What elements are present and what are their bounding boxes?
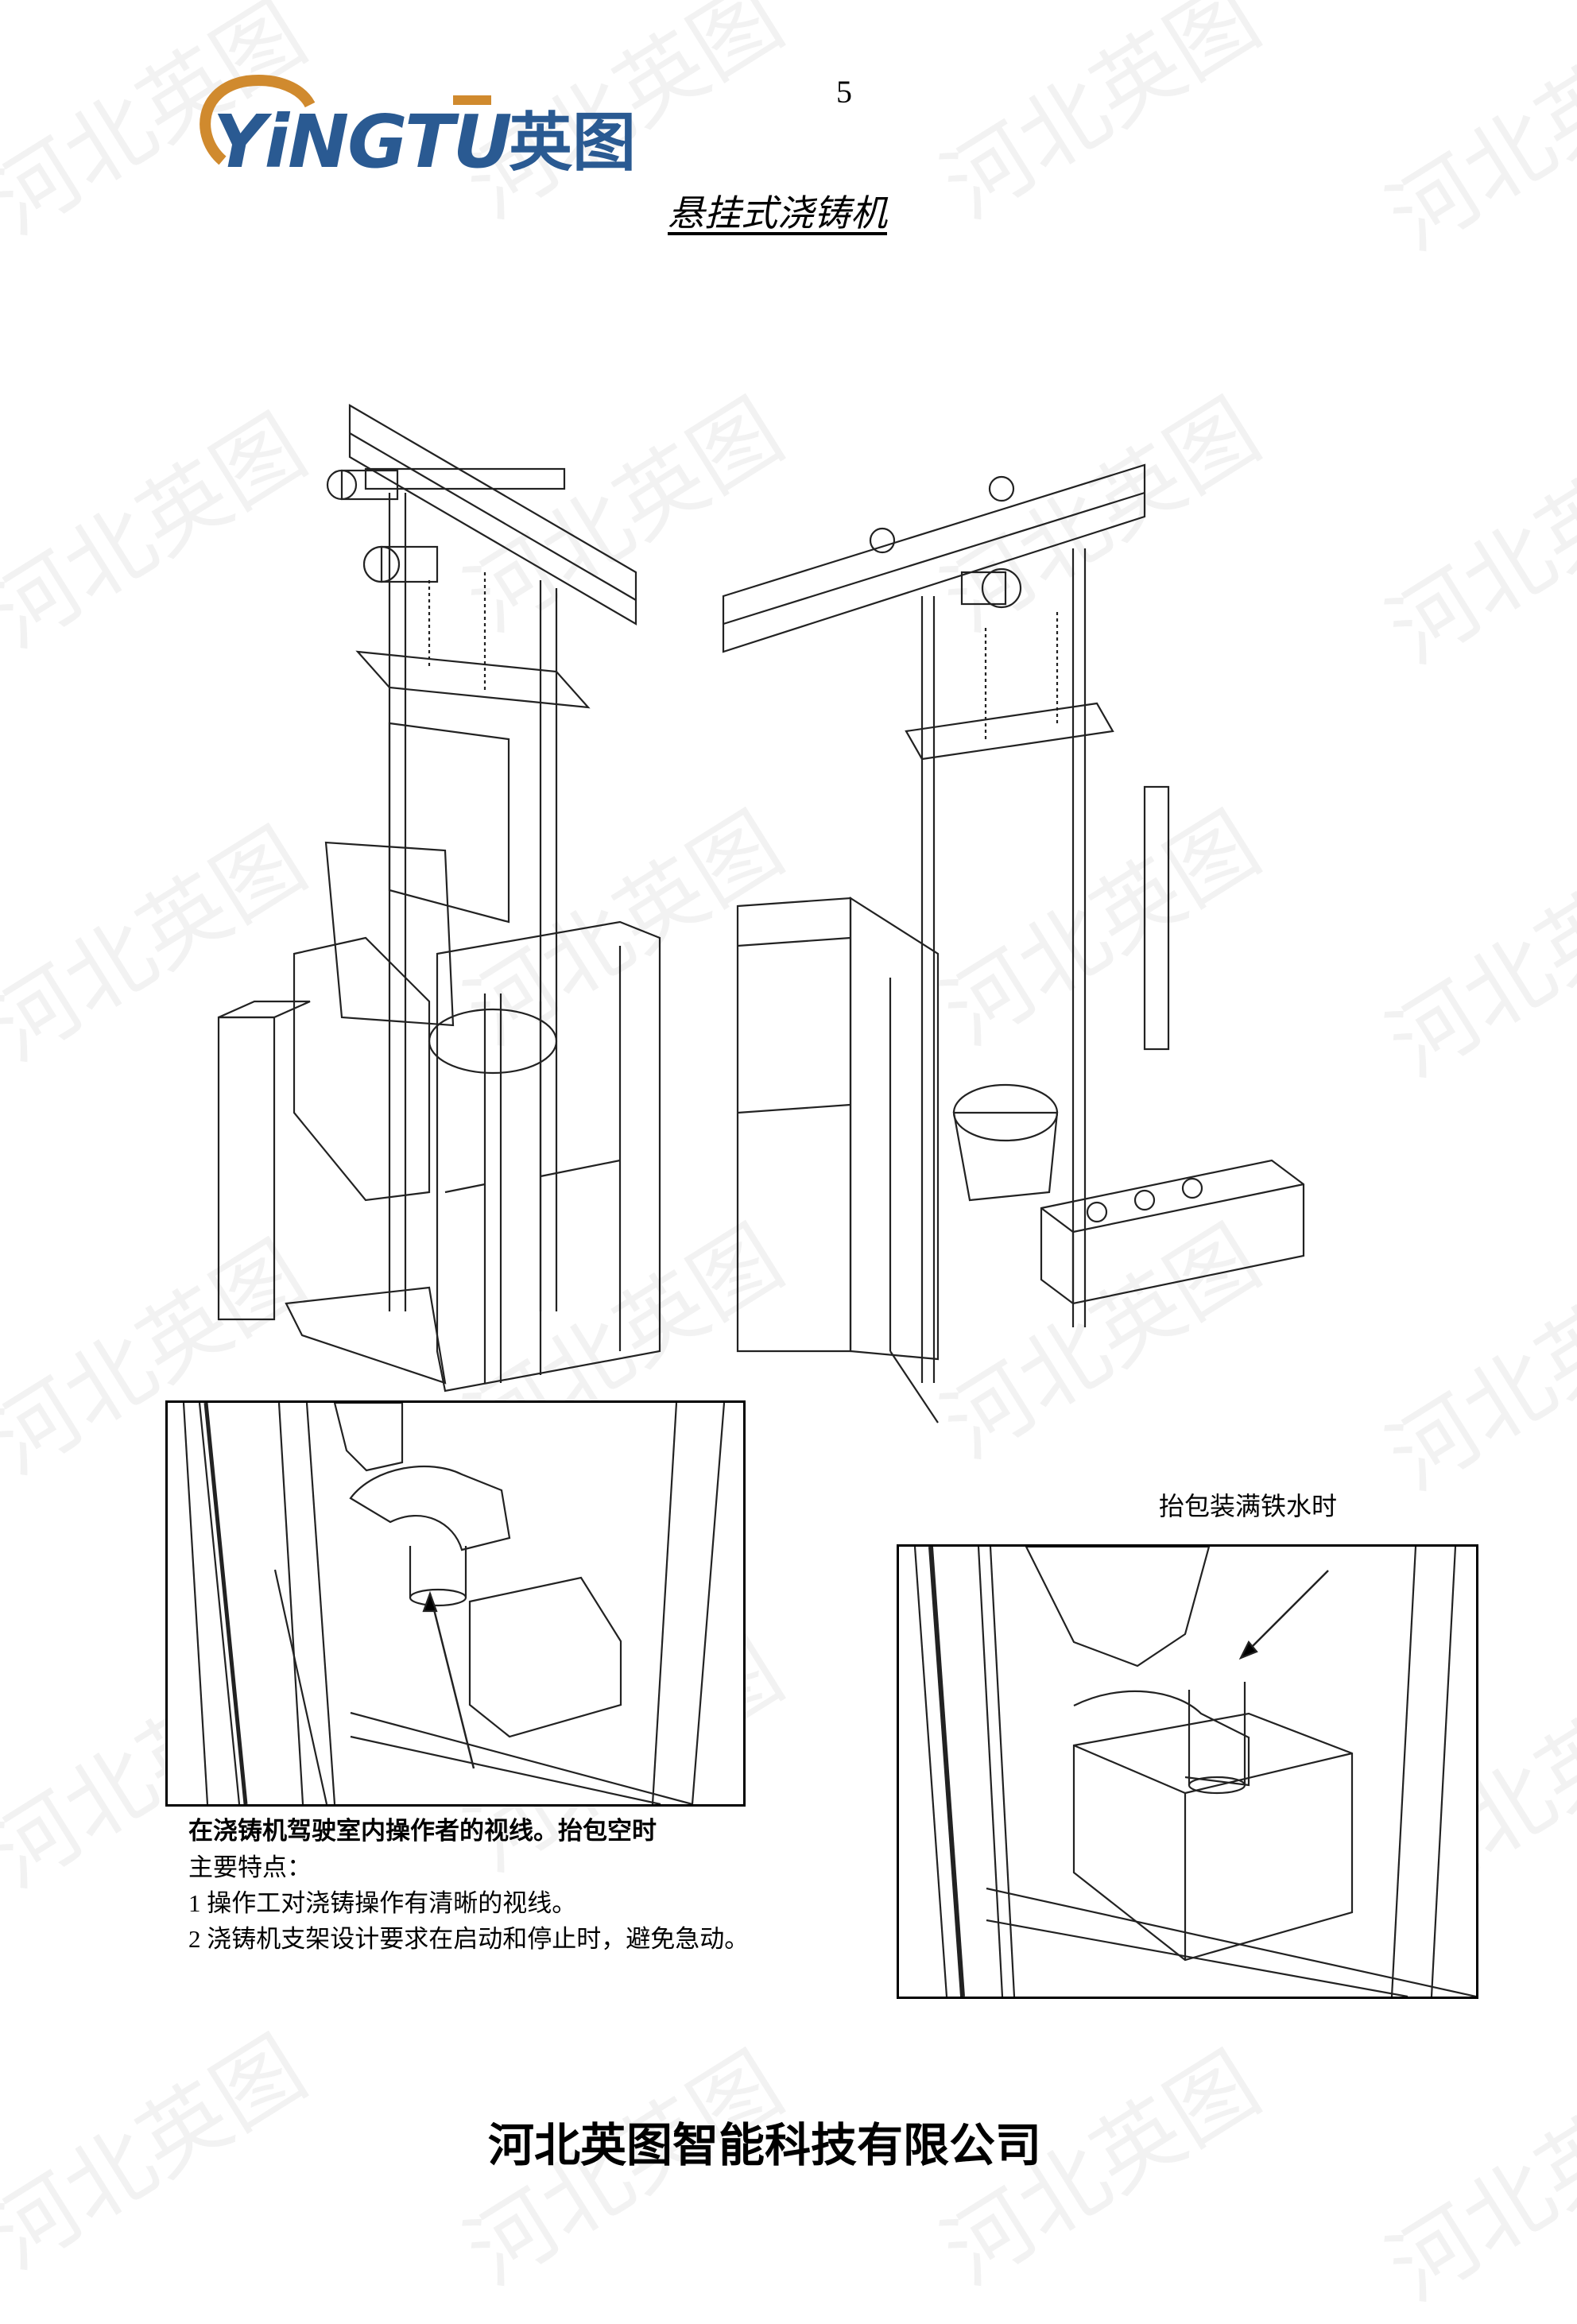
right-inset-caption: 抬包装满铁水时 — [1159, 1491, 1338, 1521]
features-heading: 主要特点： — [188, 1853, 312, 1881]
left-inset-caption: 在浇铸机驾驶室内操作者的视线。抬包空时 — [188, 1817, 657, 1846]
feature-item: 2 浇铸机支架设计要求在启动和停止时，避免急动。 — [188, 1925, 750, 1953]
watermark: 河北英图 — [1370, 411, 1577, 684]
right-detail-inset — [897, 1544, 1478, 1999]
watermark: 河北英图 — [1370, 0, 1577, 270]
svg-text:YiNGTU: YiNGTU — [213, 99, 511, 180]
left-machine-drawing — [217, 404, 661, 1392]
watermark: 河北英图 — [1370, 1238, 1577, 1510]
company-footer: 河北英图智能科技有限公司 — [487, 2118, 1041, 2172]
company-logo: YiNGTU 英图 — [191, 73, 648, 184]
features-text: 在浇铸机驾驶室内操作者的视线。抬包空时 主要特点： 1 操作工对浇铸操作有清晰的… — [188, 1814, 749, 1957]
watermark: 河北英图 — [1370, 2048, 1577, 2321]
watermark: 河北英图 — [1370, 824, 1577, 1097]
feature-item: 1 操作工对浇铸操作有清晰的视线。 — [188, 1889, 577, 1917]
page-title: 悬挂式浇铸机 — [668, 193, 887, 234]
page-number: 5 — [836, 74, 852, 110]
svg-text:英图: 英图 — [509, 106, 636, 180]
right-machine-drawing — [722, 463, 1305, 1423]
watermark: 河北英图 — [925, 0, 1277, 238]
left-detail-inset — [165, 1400, 746, 1807]
machine-drawings — [207, 397, 1319, 1431]
